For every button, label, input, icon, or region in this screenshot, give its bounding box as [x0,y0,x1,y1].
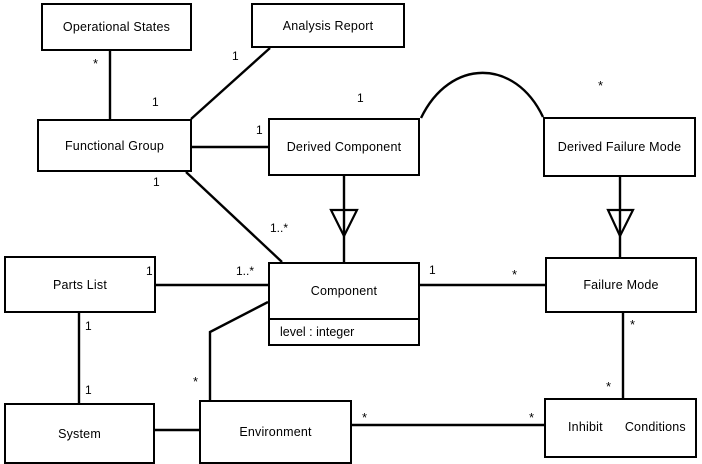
class-name-operational-states: Operational States [62,20,171,34]
class-name-inhibit-conditions-line1: Inhibit [568,420,603,435]
generalization-derived-component-component-arrowhead [329,208,359,239]
class-name-component: Component [310,284,378,298]
association-derived-component-derived-failure-mode [419,71,545,119]
multiplicity-functional-group-analysis-report-source: 1 [152,95,159,109]
multiplicity-operational-states-functional-group-source: * [93,56,99,71]
multiplicity-functional-group-component-source: 1 [153,175,160,189]
class-box-parts-list[interactable]: Parts List [4,256,156,313]
class-name-functional-group: Functional Group [64,138,165,153]
multiplicity-environment-inhibit-conditions-source: * [362,410,368,425]
multiplicity-failure-mode-inhibit-conditions-target: * [606,379,612,394]
class-box-functional-group[interactable]: Functional Group [37,119,192,172]
multiplicity-component-failure-mode-target: * [512,267,518,282]
multiplicity-functional-group-component-target: 1..* [270,221,289,235]
multiplicity-functional-group-derived-component-target: 1 [256,123,263,137]
class-name-environment: Environment [239,425,312,439]
class-box-analysis-report[interactable]: Analysis Report [251,3,405,48]
class-box-environment[interactable]: Environment [199,400,352,464]
multiplicity-functional-group-analysis-report-target: 1 [232,49,239,63]
multiplicity-component-failure-mode-source: 1 [429,263,436,277]
class-attribute-component-level: level : integer [270,318,418,344]
association-environment-component [208,300,269,400]
class-name-inhibit-conditions-line2: Conditions [624,420,686,435]
class-name-derived-failure-mode: Derived Failure Mode [557,140,682,154]
class-name-system: System [58,426,101,441]
class-box-inhibit-conditions[interactable]: Inhibit Conditions [544,398,697,458]
class-box-derived-component[interactable]: Derived Component [268,118,420,176]
class-name-derived-component: Derived Component [286,140,402,154]
multiplicity-derived-component-derived-failure-mode-source: 1 [357,91,364,105]
multiplicity-parts-list-component-target: 1..* [236,264,255,278]
class-box-system[interactable]: System [4,403,155,464]
class-name-analysis-report: Analysis Report [282,18,374,33]
multiplicity-parts-list-component-source: 1 [146,264,153,278]
association-functional-group-component [185,171,283,263]
multiplicity-derived-component-derived-failure-mode-target: * [598,78,604,93]
multiplicity-environment-inhibit-conditions-target: * [529,410,535,425]
multiplicity-parts-list-system-target: 1 [85,383,92,397]
class-box-failure-mode[interactable]: Failure Mode [545,257,697,313]
multiplicity-environment-component-source: * [193,374,199,389]
generalization-derived-failure-mode-failure-mode-arrowhead [606,208,635,239]
association-functional-group-analysis-report [190,47,271,120]
multiplicity-parts-list-system-source: 1 [85,319,92,333]
class-box-derived-failure-mode[interactable]: Derived Failure Mode [543,117,696,177]
class-box-component[interactable]: Component level : integer [268,262,420,346]
class-name-inhibit-conditions: Inhibit Conditions [546,400,695,456]
class-name-failure-mode: Failure Mode [583,278,659,292]
multiplicity-failure-mode-inhibit-conditions-source: * [630,317,636,332]
class-name-parts-list: Parts List [52,277,108,292]
class-box-operational-states[interactable]: Operational States [41,3,192,51]
